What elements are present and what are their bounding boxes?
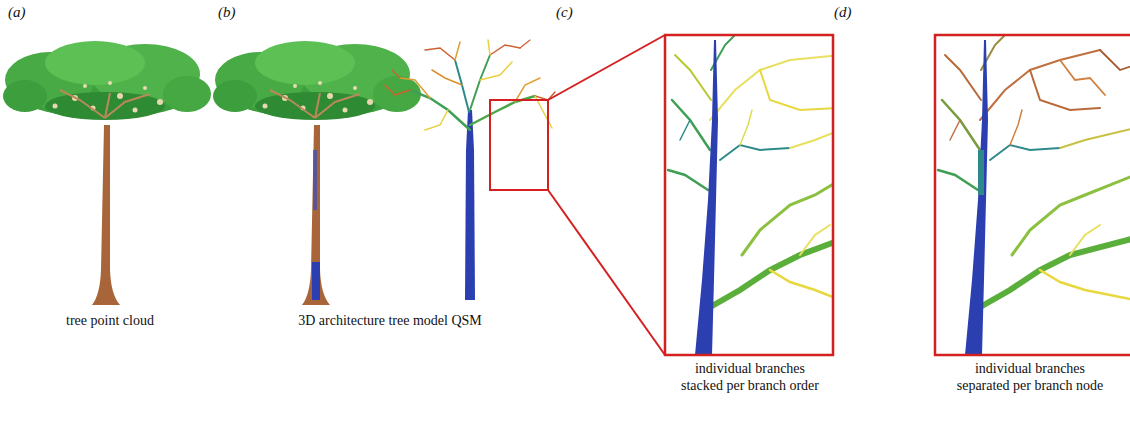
panel-letter: (b) [218,4,258,21]
panel-letter: (c) [556,4,596,21]
panel-caption: individual branches separated per branch… [955,360,1105,394]
panel-caption: 3D architecture tree model QSM [295,312,485,329]
panel-letter: (a) [8,4,48,21]
panel-letter: (d) [834,4,874,21]
panel-caption: tree point cloud [20,312,200,329]
panel-caption: individual branches stacked per branch o… [675,360,825,394]
